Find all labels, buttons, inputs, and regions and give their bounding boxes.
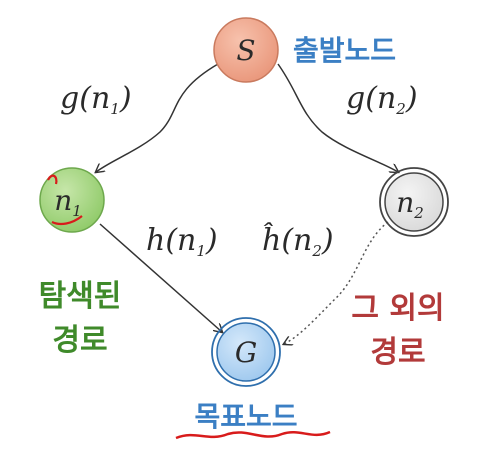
edge-label-s-n1: g(n1) bbox=[60, 81, 132, 118]
edge-n2-goal bbox=[284, 221, 389, 344]
other-path-label-line2: 경로 bbox=[370, 335, 425, 370]
edge-label-s-n2: g(n2) bbox=[346, 81, 418, 118]
edge-label-n1-goal: h(n1) bbox=[146, 223, 218, 260]
edge-label-n2-goal: ĥ(n2) bbox=[262, 222, 334, 260]
start-node: S bbox=[213, 17, 279, 83]
edge-s-n1 bbox=[96, 63, 219, 172]
explored-path-label-line2: 경로 bbox=[52, 323, 107, 358]
n1-check-mark bbox=[47, 174, 83, 226]
goal-node: G bbox=[211, 317, 281, 387]
goal-label-underline bbox=[175, 430, 331, 440]
n2-node: n2 bbox=[379, 167, 449, 237]
n1-node: n1 bbox=[39, 167, 105, 233]
goal-node-symbol: G bbox=[235, 336, 257, 369]
n1-node-symbol: n1 bbox=[54, 184, 82, 220]
edge-n1-goal bbox=[99, 223, 222, 332]
other-path-label-line1: 그 외의 bbox=[351, 291, 444, 326]
n2-node-symbol: n2 bbox=[396, 186, 424, 222]
explored-path-label-line1: 탐색된 bbox=[39, 279, 122, 314]
start-node-symbol: S bbox=[236, 34, 255, 67]
edge-s-n2 bbox=[277, 63, 398, 172]
start-node-label: 출발노드 bbox=[293, 34, 396, 67]
goal-node-label: 목표노드 bbox=[194, 400, 297, 433]
